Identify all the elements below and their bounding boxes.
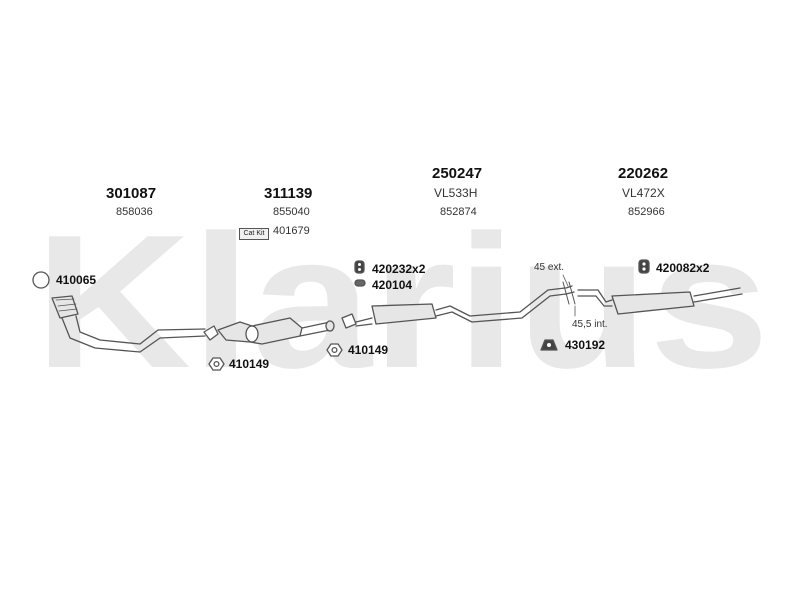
part-number-catalyst: 311139 (264, 185, 313, 202)
cat-kit-badge: Cat Kit (239, 228, 269, 240)
cat-kit-number: 401679 (273, 225, 310, 237)
code-rear-silencer: VL472X (622, 186, 665, 200)
note-ext: 45 ext. (534, 262, 565, 273)
code-front-silencer: VL533H (434, 186, 478, 200)
ref-rear-silencer: 852966 (628, 206, 665, 218)
note-leader-ext (562, 274, 569, 287)
ref-front-silencer: 852874 (440, 206, 477, 218)
accessory-ring-gasket: 410065 (56, 273, 97, 287)
front-downpipe (51, 295, 206, 353)
part-number-front-silencer: 250247 (432, 165, 483, 182)
accessory-gasket-mid: 410149 (348, 343, 389, 357)
flange-gasket-left (203, 325, 219, 341)
hanger-icon (540, 339, 558, 351)
note-int: 45,5 int. (572, 319, 608, 330)
part-number-rear-silencer: 220262 (618, 165, 669, 182)
accessory-gasket-left: 410149 (229, 357, 270, 371)
part-number-front-pipe: 301087 (106, 185, 157, 202)
gasket-icon-mid (326, 343, 343, 357)
rear-silencer (562, 281, 743, 315)
front-silencer (355, 287, 567, 327)
accessory-clamp: 420104 (372, 278, 413, 292)
ref-catalyst: 855040 (273, 206, 310, 218)
ref-front-pipe: 858036 (116, 206, 153, 218)
gasket-icon-left (208, 357, 225, 371)
flange-gasket-mid (341, 313, 357, 329)
rubber-mount-icon-a (354, 260, 365, 274)
catalytic-converter (217, 317, 335, 345)
accessory-hanger: 430192 (565, 338, 606, 352)
ring-gasket-icon (32, 271, 50, 289)
accessory-mount-pair-a: 420232x2 (372, 262, 426, 276)
clamp-icon (354, 279, 366, 287)
accessory-mount-pair-b: 420082x2 (656, 261, 710, 275)
rubber-mount-icon-b (638, 259, 650, 274)
